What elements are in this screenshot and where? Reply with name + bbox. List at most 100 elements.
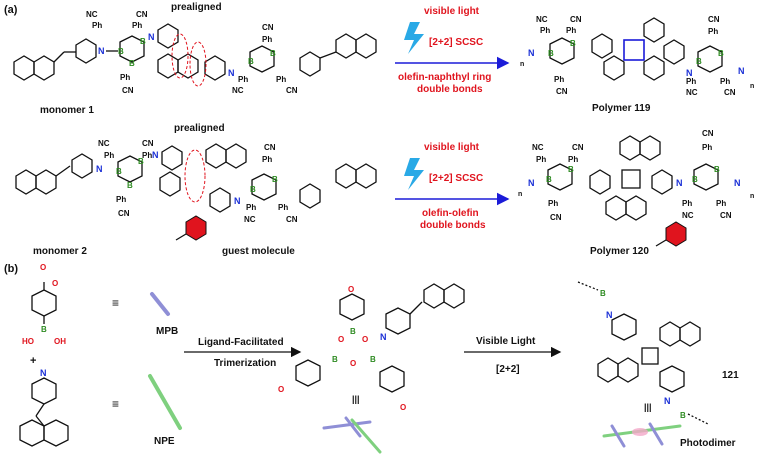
svg-text:Ph: Ph	[716, 199, 726, 208]
svg-text:B: B	[332, 355, 338, 364]
svg-text:O: O	[350, 359, 356, 368]
svg-text:N: N	[606, 310, 613, 320]
svg-text:Ph: Ph	[132, 21, 142, 30]
svg-text:O: O	[40, 263, 46, 272]
svg-text:N: N	[664, 396, 671, 406]
plus-sign: +	[30, 355, 36, 367]
svg-text:CN: CN	[286, 86, 298, 95]
svg-text:N: N	[676, 178, 683, 188]
svg-text:Ph: Ph	[540, 26, 550, 35]
svg-text:n: n	[518, 191, 522, 198]
svg-text:CN: CN	[708, 15, 720, 24]
svg-text:NC: NC	[686, 88, 698, 97]
toluene-guest-icon	[665, 221, 687, 247]
svg-text:Ph: Ph	[262, 35, 272, 44]
svg-text:Ph: Ph	[238, 75, 248, 84]
monomer-2-label: monomer 2	[33, 246, 87, 257]
svg-text:NC: NC	[244, 215, 256, 224]
svg-text:N: N	[686, 68, 693, 78]
svg-text:NC: NC	[232, 86, 244, 95]
svg-text:CN: CN	[724, 88, 736, 97]
trimer-complex-structure: O B O O B B O O O N |||	[278, 283, 465, 454]
svg-text:N: N	[40, 368, 47, 378]
row2-prealigned-label: prealigned	[174, 123, 225, 134]
row2-arrow-bottom-1: olefin-olefin	[422, 208, 479, 219]
step1-label-1: Ligand-Facilitated	[198, 337, 284, 348]
mpb-label: MPB	[156, 326, 178, 337]
svg-text:Ph: Ph	[104, 151, 114, 160]
svg-text:Ph: Ph	[568, 155, 578, 164]
svg-text:n: n	[750, 83, 754, 90]
svg-text:B: B	[680, 411, 686, 420]
svg-text:|||: |||	[644, 402, 652, 412]
step2-label-2: [2+2]	[496, 364, 520, 375]
svg-text:NC: NC	[98, 139, 110, 148]
svg-text:Ph: Ph	[682, 199, 692, 208]
svg-text:B: B	[138, 157, 144, 166]
svg-text:B: B	[696, 57, 702, 66]
npe-label: NPE	[154, 436, 175, 447]
step2-label-1: Visible Light	[476, 336, 536, 347]
row2-arrow-mid: [2+2] SCSC	[429, 173, 483, 184]
photodimer-structure: B N N B |||	[577, 281, 709, 448]
monomer-1-structure: N B B B Ph NC Ph CN Ph CN N N B B CN Ph …	[13, 10, 377, 95]
svg-text:CN: CN	[286, 215, 298, 224]
svg-text:CN: CN	[118, 209, 130, 218]
svg-text:CN: CN	[702, 129, 714, 138]
svg-text:Ph: Ph	[116, 195, 126, 204]
svg-text:Ph: Ph	[92, 21, 102, 30]
row2-reaction-arrow: visible light [2+2] SCSC olefin-olefin d…	[395, 142, 510, 231]
svg-text:B: B	[127, 181, 133, 190]
svg-text:B: B	[118, 47, 124, 56]
svg-text:Ph: Ph	[566, 26, 576, 35]
svg-text:Ph: Ph	[120, 73, 130, 82]
guest-molecule-label: guest molecule	[222, 246, 295, 257]
polymer-120-label: Polymer 120	[590, 246, 649, 257]
svg-text:B: B	[41, 325, 47, 334]
svg-text:N: N	[738, 66, 745, 76]
svg-text:CN: CN	[122, 86, 134, 95]
svg-text:N: N	[528, 48, 535, 58]
svg-text:N: N	[228, 68, 235, 78]
svg-text:B: B	[570, 39, 576, 48]
svg-text:O: O	[400, 403, 406, 412]
svg-text:O: O	[338, 335, 344, 344]
svg-text:N: N	[380, 332, 387, 342]
svg-text:B: B	[600, 289, 606, 298]
svg-text:CN: CN	[550, 213, 562, 222]
svg-text:CN: CN	[262, 23, 274, 32]
svg-text:N: N	[528, 178, 535, 188]
svg-text:N: N	[98, 46, 105, 56]
npe-structure: N	[19, 368, 69, 447]
svg-text:O: O	[278, 385, 284, 394]
svg-text:CN: CN	[556, 87, 568, 96]
svg-text:O: O	[362, 335, 368, 344]
step1-label-2: Trimerization	[214, 358, 276, 369]
svg-text:B: B	[129, 59, 135, 68]
svg-text:B: B	[548, 49, 554, 58]
svg-text:Ph: Ph	[548, 199, 558, 208]
svg-text:CN: CN	[572, 143, 584, 152]
polymer-120-structure: N B B NC Ph CN Ph Ph CN N B B CN Ph Ph N…	[518, 129, 754, 247]
svg-text:Ph: Ph	[262, 155, 272, 164]
photodimer-label: Photodimer	[680, 438, 736, 449]
svg-text:Ph: Ph	[686, 77, 696, 86]
svg-text:CN: CN	[142, 139, 154, 148]
mpb-stick-icon	[150, 292, 170, 316]
svg-text:B: B	[116, 167, 122, 176]
npe-stick-icon	[148, 374, 182, 430]
row1-arrow-mid: [2+2] SCSC	[429, 37, 483, 48]
svg-text:Ph: Ph	[142, 151, 152, 160]
svg-text:n: n	[520, 61, 524, 68]
compound-121-label: 121	[722, 370, 739, 381]
row1-arrow-top: visible light	[424, 6, 480, 17]
mpb-structure: O O B HO OH	[22, 263, 66, 346]
svg-text:Ph: Ph	[708, 27, 718, 36]
panel-b-label: (b)	[4, 263, 18, 275]
toluene-guest-icon	[185, 215, 207, 241]
svg-text:B: B	[370, 355, 376, 364]
svg-text:O: O	[52, 279, 58, 288]
svg-text:B: B	[248, 57, 254, 66]
svg-text:HO: HO	[22, 337, 34, 346]
svg-text:CN: CN	[720, 211, 732, 220]
